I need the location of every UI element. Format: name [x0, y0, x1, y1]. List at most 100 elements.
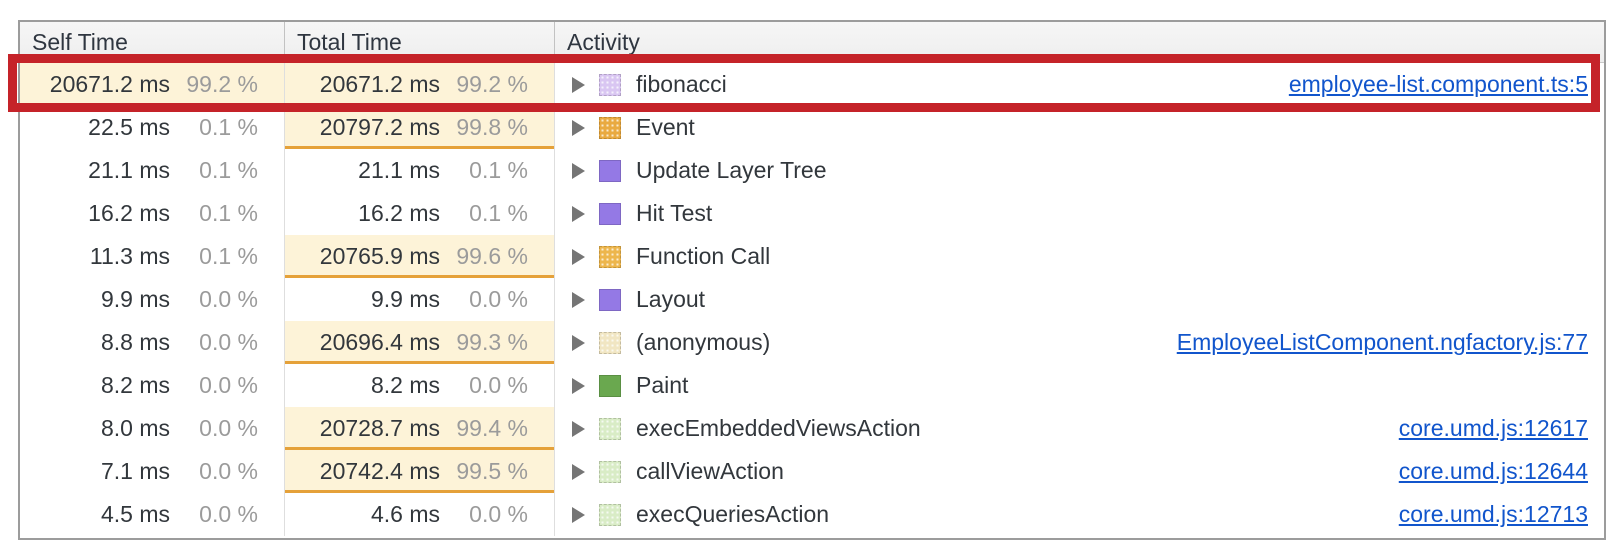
- total-time-percent: 0.0 %: [469, 501, 528, 527]
- expand-arrow-icon[interactable]: [572, 205, 585, 222]
- self-time-percent: 0.0 %: [199, 372, 258, 398]
- activity-cell: Layout: [555, 278, 1604, 321]
- table-header: Self Time Total Time Activity: [20, 22, 1604, 63]
- table-row[interactable]: 20671.2 ms 99.2 % 20671.2 ms 99.2 % fibo…: [20, 63, 1604, 106]
- self-time-cell: 7.1 ms 0.0 %: [20, 450, 285, 493]
- self-time-percent: 0.1 %: [199, 157, 258, 183]
- activity-cell: callViewAction core.umd.js:12644: [555, 450, 1604, 493]
- total-time-cell: 20671.2 ms 99.2 %: [285, 63, 555, 106]
- table-row[interactable]: 11.3 ms 0.1 % 20765.9 ms 99.6 % Function…: [20, 235, 1604, 278]
- activity-cell: execEmbeddedViewsAction core.umd.js:1261…: [555, 407, 1604, 450]
- self-time-value: 8.2 ms: [100, 372, 170, 398]
- total-time-cell: 20742.4 ms 99.5 %: [285, 450, 555, 493]
- self-time-cell: 20671.2 ms 99.2 %: [20, 63, 285, 106]
- column-header-total-time[interactable]: Total Time: [285, 22, 555, 62]
- self-time-value: 4.5 ms: [100, 501, 170, 527]
- column-header-label: Activity: [567, 28, 640, 55]
- total-time-value: 20671.2 ms: [319, 71, 440, 97]
- self-time-percent: 99.2 %: [186, 71, 258, 97]
- expand-arrow-icon[interactable]: [572, 420, 585, 437]
- total-time-percent: 0.1 %: [469, 200, 528, 226]
- table-row[interactable]: 8.0 ms 0.0 % 20728.7 ms 99.4 % execEmbed…: [20, 407, 1604, 450]
- category-color-swatch: [599, 159, 621, 182]
- self-time-value: 21.1 ms: [88, 157, 170, 183]
- category-color-swatch: [599, 417, 621, 440]
- activity-label: Paint: [636, 372, 689, 398]
- self-time-percent: 0.1 %: [199, 200, 258, 226]
- expand-arrow-icon[interactable]: [572, 506, 585, 523]
- column-header-label: Self Time: [32, 28, 128, 55]
- total-time-cell: 20797.2 ms 99.8 %: [285, 106, 555, 149]
- category-color-swatch: [599, 460, 621, 483]
- activity-label: Event: [636, 114, 695, 140]
- source-location-link[interactable]: core.umd.js:12617: [1398, 415, 1588, 441]
- self-time-percent: 0.0 %: [199, 415, 258, 441]
- table-row[interactable]: 21.1 ms 0.1 % 21.1 ms 0.1 % Update Layer…: [20, 149, 1604, 192]
- total-time-cell: 20765.9 ms 99.6 %: [285, 235, 555, 278]
- expand-arrow-icon[interactable]: [572, 162, 585, 179]
- table-row[interactable]: 8.2 ms 0.0 % 8.2 ms 0.0 % Paint: [20, 364, 1604, 407]
- table-row[interactable]: 22.5 ms 0.1 % 20797.2 ms 99.8 % Event: [20, 106, 1604, 149]
- table-row[interactable]: 16.2 ms 0.1 % 16.2 ms 0.1 % Hit Test: [20, 192, 1604, 235]
- self-time-value: 11.3 ms: [89, 243, 170, 269]
- self-time-cell: 22.5 ms 0.1 %: [20, 106, 285, 149]
- source-location-link[interactable]: core.umd.js:12713: [1398, 501, 1588, 527]
- column-header-self-time[interactable]: Self Time: [20, 22, 285, 62]
- self-time-percent: 0.0 %: [199, 501, 258, 527]
- activity-label: fibonacci: [636, 71, 727, 97]
- category-color-swatch: [599, 202, 621, 225]
- activity-cell: execQueriesAction core.umd.js:12713: [555, 493, 1604, 536]
- total-time-cell: 20696.4 ms 99.3 %: [285, 321, 555, 364]
- total-time-value: 16.2 ms: [358, 200, 440, 226]
- self-time-percent: 0.1 %: [199, 243, 258, 269]
- activity-cell: Event: [555, 106, 1604, 149]
- source-location-link[interactable]: employee-list.component.ts:5: [1288, 71, 1588, 97]
- table-row[interactable]: 8.8 ms 0.0 % 20696.4 ms 99.3 % (anonymou…: [20, 321, 1604, 364]
- total-time-percent: 99.6 %: [456, 243, 528, 269]
- self-time-cell: 16.2 ms 0.1 %: [20, 192, 285, 235]
- table-row[interactable]: 9.9 ms 0.0 % 9.9 ms 0.0 % Layout: [20, 278, 1604, 321]
- self-time-cell: 9.9 ms 0.0 %: [20, 278, 285, 321]
- self-time-cell: 8.8 ms 0.0 %: [20, 321, 285, 364]
- expand-arrow-icon[interactable]: [572, 463, 585, 480]
- activity-label: Layout: [636, 286, 706, 312]
- total-time-percent: 99.5 %: [456, 458, 528, 484]
- total-time-cell: 8.2 ms 0.0 %: [285, 364, 555, 407]
- category-color-swatch: [599, 503, 621, 526]
- total-time-percent: 99.4 %: [456, 415, 528, 441]
- expand-arrow-icon[interactable]: [572, 377, 585, 394]
- total-time-cell: 21.1 ms 0.1 %: [285, 149, 555, 192]
- activity-cell: Hit Test: [555, 192, 1604, 235]
- activity-cell: Function Call: [555, 235, 1604, 278]
- activity-label: execEmbeddedViewsAction: [636, 415, 921, 441]
- source-location-link[interactable]: core.umd.js:12644: [1398, 458, 1588, 484]
- self-time-percent: 0.1 %: [199, 114, 258, 140]
- activity-label: callViewAction: [636, 458, 784, 484]
- total-time-value: 9.9 ms: [370, 286, 440, 312]
- total-time-value: 8.2 ms: [370, 372, 440, 398]
- self-time-cell: 8.0 ms 0.0 %: [20, 407, 285, 450]
- expand-arrow-icon[interactable]: [572, 248, 585, 265]
- category-color-swatch: [599, 116, 621, 139]
- expand-arrow-icon[interactable]: [572, 291, 585, 308]
- total-time-cell: 4.6 ms 0.0 %: [285, 493, 555, 536]
- expand-arrow-icon[interactable]: [572, 119, 585, 136]
- category-color-swatch: [599, 245, 621, 268]
- expand-arrow-icon[interactable]: [572, 76, 585, 93]
- table-row[interactable]: 4.5 ms 0.0 % 4.6 ms 0.0 % execQueriesAct…: [20, 493, 1604, 536]
- total-time-cell: 20728.7 ms 99.4 %: [285, 407, 555, 450]
- total-time-value: 20728.7 ms: [319, 415, 440, 441]
- column-header-activity[interactable]: Activity: [555, 22, 1604, 62]
- self-time-percent: 0.0 %: [199, 329, 258, 355]
- total-time-percent: 0.0 %: [469, 286, 528, 312]
- activity-cell: fibonacci employee-list.component.ts:5: [555, 63, 1604, 106]
- source-location-link[interactable]: EmployeeListComponent.ngfactory.js:77: [1176, 329, 1588, 355]
- table-row[interactable]: 7.1 ms 0.0 % 20742.4 ms 99.5 % callViewA…: [20, 450, 1604, 493]
- table-body: 20671.2 ms 99.2 % 20671.2 ms 99.2 % fibo…: [20, 63, 1604, 536]
- expand-arrow-icon[interactable]: [572, 334, 585, 351]
- activity-cell: (anonymous) EmployeeListComponent.ngfact…: [555, 321, 1604, 364]
- total-time-percent: 99.3 %: [456, 329, 528, 355]
- activity-cell: Paint: [555, 364, 1604, 407]
- total-time-value: 20765.9 ms: [319, 243, 440, 269]
- self-time-value: 9.9 ms: [100, 286, 170, 312]
